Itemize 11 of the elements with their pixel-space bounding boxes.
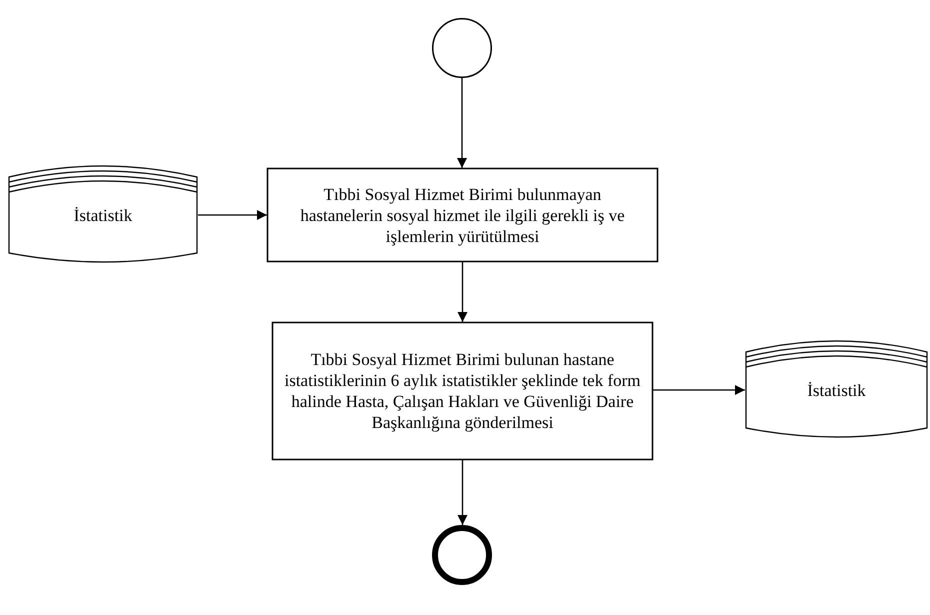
process-text: Tıbbi Sosyal Hizmet Birimi bulunmayan hastanelerin sosyal hizmet ile ilgili gerekli iş ve işlemlerin yürütülmesi	[299, 184, 626, 246]
process-box	[267, 168, 658, 262]
circle-node	[432, 525, 492, 585]
arrow	[457, 78, 467, 168]
circle-node	[432, 18, 492, 78]
process-box	[272, 322, 653, 460]
arrow	[653, 385, 745, 395]
arrow	[198, 210, 267, 220]
arrow	[458, 262, 468, 322]
process-text: Tıbbi Sosyal Hizmet Birimi bulunan hastane istatistiklerinin 6 aylık istatistikler şeklinde tek form halinde Hasta, Çalışan Hakları ve Güvenliği Daire Başkanlığına gönderilmesi	[284, 349, 641, 433]
arrow	[458, 460, 468, 525]
